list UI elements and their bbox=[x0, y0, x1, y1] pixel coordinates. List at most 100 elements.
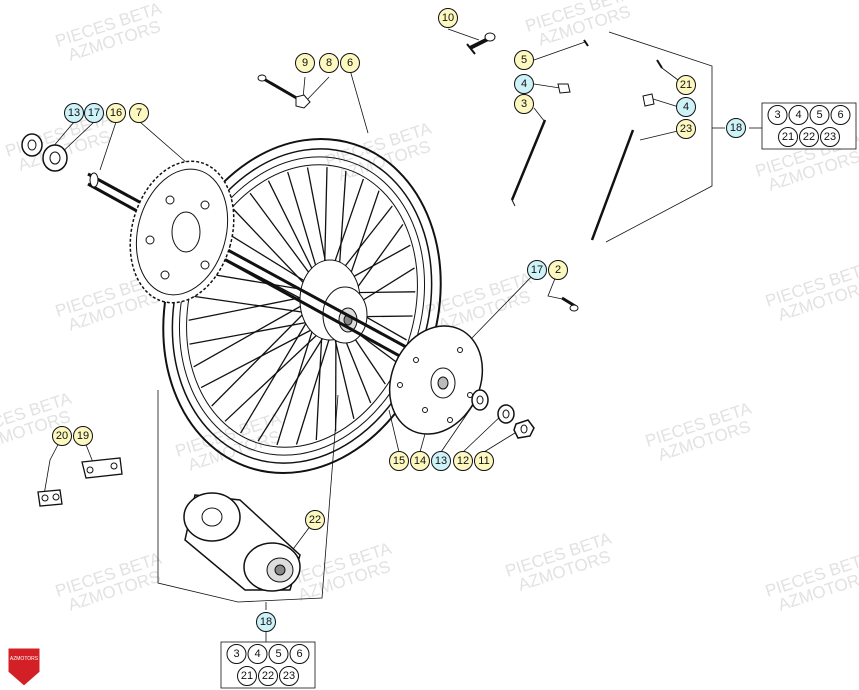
callout-circle bbox=[453, 451, 473, 471]
rear-sprocket bbox=[129, 160, 235, 304]
callout-16[interactable]: 16 bbox=[106, 103, 126, 123]
callout-circle bbox=[438, 8, 458, 28]
callout-number: 13 bbox=[68, 107, 80, 119]
chain-link bbox=[37, 457, 123, 507]
disc-screw bbox=[561, 296, 579, 312]
callout-number: 21 bbox=[680, 79, 692, 91]
kit-circle bbox=[799, 127, 819, 147]
callout-3[interactable]: 3 bbox=[514, 94, 534, 114]
callout-number: 13 bbox=[435, 455, 447, 467]
callout-circle bbox=[52, 426, 72, 446]
kit-item-22[interactable]: 22 bbox=[799, 127, 819, 147]
kit-item-6[interactable]: 6 bbox=[289, 644, 310, 664]
kit-item-21[interactable]: 21 bbox=[237, 666, 257, 686]
callout-number: 10 bbox=[442, 12, 454, 24]
callout-circle bbox=[410, 451, 430, 471]
kit-item-3[interactable]: 3 bbox=[767, 105, 788, 125]
callout-number: 19 bbox=[77, 430, 89, 442]
callout-9[interactable]: 9 bbox=[295, 53, 315, 73]
callout-18[interactable]: 18 bbox=[726, 118, 746, 138]
kit-circle bbox=[778, 127, 798, 147]
callout-18[interactable]: 18 bbox=[256, 612, 276, 632]
callout-7[interactable]: 7 bbox=[129, 103, 149, 123]
callout-6[interactable]: 6 bbox=[340, 53, 360, 73]
callout-number: 12 bbox=[457, 455, 469, 467]
callout-circle bbox=[676, 119, 696, 139]
callout-2[interactable]: 2 bbox=[548, 260, 568, 280]
callout-circle bbox=[256, 612, 276, 632]
callout-number: 22 bbox=[309, 514, 321, 526]
callout-10[interactable]: 10 bbox=[438, 8, 458, 28]
callout-22[interactable]: 22 bbox=[305, 510, 325, 530]
wheel-hub bbox=[299, 259, 368, 344]
callout-23[interactable]: 23 bbox=[676, 119, 696, 139]
callout-17[interactable]: 17 bbox=[84, 103, 104, 123]
kit-number: 4 bbox=[795, 109, 801, 121]
callout-circle bbox=[305, 510, 325, 530]
callout-5[interactable]: 5 bbox=[514, 50, 534, 70]
callout-13[interactable]: 13 bbox=[64, 103, 84, 123]
callout-number: 3 bbox=[521, 98, 527, 110]
callout-number: 18 bbox=[260, 616, 272, 628]
kit-number: 3 bbox=[233, 648, 239, 660]
kit-circle bbox=[258, 666, 278, 686]
callout-4[interactable]: 4 bbox=[514, 74, 534, 94]
callout-15[interactable]: 15 bbox=[389, 451, 409, 471]
kit-item-4[interactable]: 4 bbox=[247, 644, 268, 664]
kit-item-3[interactable]: 3 bbox=[226, 644, 247, 664]
kit-item-5[interactable]: 5 bbox=[268, 644, 289, 664]
callout-8[interactable]: 8 bbox=[319, 53, 339, 73]
callout-11[interactable]: 11 bbox=[474, 451, 494, 471]
callout-circle bbox=[73, 426, 93, 446]
callout-circle bbox=[676, 75, 696, 95]
kit-item-21[interactable]: 21 bbox=[778, 127, 798, 147]
callout-number: 23 bbox=[680, 123, 692, 135]
kit-circle bbox=[289, 644, 310, 664]
callout-12[interactable]: 12 bbox=[453, 451, 473, 471]
kit-number: 22 bbox=[803, 131, 815, 143]
kit-item-4[interactable]: 4 bbox=[788, 105, 809, 125]
kit-number: 6 bbox=[296, 648, 302, 660]
callout-number: 17 bbox=[88, 107, 100, 119]
callout-number: 14 bbox=[414, 455, 426, 467]
kit-item-23[interactable]: 23 bbox=[279, 666, 299, 686]
callout-circle bbox=[319, 53, 339, 73]
kit-number: 21 bbox=[782, 131, 794, 143]
kit-number: 5 bbox=[816, 109, 822, 121]
callout-21[interactable]: 21 bbox=[676, 75, 696, 95]
callout-number: 17 bbox=[531, 264, 543, 276]
callout-circle bbox=[129, 103, 149, 123]
callout-circle bbox=[527, 260, 547, 280]
callout-14[interactable]: 14 bbox=[410, 451, 430, 471]
callout-circle bbox=[474, 451, 494, 471]
callout-number: 7 bbox=[136, 107, 142, 119]
callout-circle bbox=[64, 103, 84, 123]
kit-circle bbox=[830, 105, 851, 125]
callout-number: 18 bbox=[730, 122, 742, 134]
kit-circle bbox=[767, 105, 788, 125]
callout-17[interactable]: 17 bbox=[527, 260, 547, 280]
kit-item-6[interactable]: 6 bbox=[830, 105, 851, 125]
callout-number: 6 bbox=[347, 57, 353, 69]
callout-20[interactable]: 20 bbox=[52, 426, 72, 446]
kit-item-23[interactable]: 23 bbox=[820, 127, 840, 147]
callout-circle bbox=[548, 260, 568, 280]
sprocket-bolt bbox=[257, 74, 311, 109]
callout-number: 5 bbox=[521, 54, 527, 66]
callout-circle bbox=[84, 103, 104, 123]
kit-number: 6 bbox=[837, 109, 843, 121]
left-hub-parts bbox=[21, 133, 68, 172]
kit-number: 23 bbox=[824, 131, 836, 143]
kit-item-5[interactable]: 5 bbox=[809, 105, 830, 125]
callout-19[interactable]: 19 bbox=[73, 426, 93, 446]
right-hub-parts bbox=[471, 389, 535, 439]
kit-circle bbox=[820, 127, 840, 147]
spoke-kit-left bbox=[510, 39, 589, 207]
kit-item-22[interactable]: 22 bbox=[258, 666, 278, 686]
callout-13[interactable]: 13 bbox=[431, 451, 451, 471]
callout-4[interactable]: 4 bbox=[676, 97, 696, 117]
callout-circle bbox=[514, 94, 534, 114]
callout-number: 2 bbox=[555, 264, 561, 276]
